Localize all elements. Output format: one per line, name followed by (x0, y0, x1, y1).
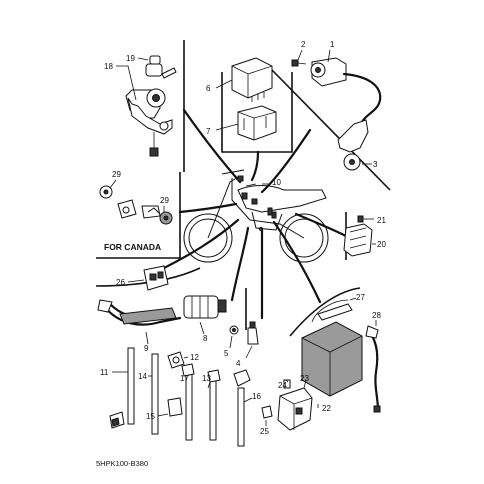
separator-top-right (271, 69, 391, 191)
rectifier-part (343, 215, 374, 257)
battery-part (301, 321, 363, 397)
callout-1: 1 (330, 40, 335, 49)
canada-parts (99, 185, 173, 225)
canada-label: FOR CANADA (104, 242, 161, 252)
grommet-part-5 (229, 325, 239, 335)
callout-11: 11 (100, 368, 109, 377)
callout-19: 19 (126, 54, 135, 63)
callout-16: 16 (252, 392, 261, 401)
callout-14: 14 (138, 372, 147, 381)
callout-20: 20 (377, 240, 386, 249)
callout-12: 12 (190, 353, 199, 362)
callout-24: 24 (278, 381, 287, 390)
separator-lower-right (289, 287, 361, 337)
callout-4: 4 (236, 359, 241, 368)
fuse-part-24 (283, 379, 291, 389)
motorcycle-outline (183, 169, 329, 263)
cable-ties (127, 347, 245, 447)
callout-8: 8 (203, 334, 208, 343)
callout-9: 9 (144, 344, 149, 353)
callout-23: 23 (300, 374, 309, 383)
separator-canada (96, 172, 181, 259)
connector-part-26 (143, 265, 169, 291)
callout-28: 28 (372, 311, 381, 320)
ignition-coil-part (310, 57, 382, 128)
wire-harness-part (97, 299, 182, 326)
callout-21: 21 (377, 216, 386, 225)
callout-3: 3 (373, 160, 378, 169)
callout-7: 7 (206, 127, 211, 136)
relay-part (231, 57, 273, 102)
callout-22: 22 (322, 404, 331, 413)
callout-15: 15 (146, 412, 155, 421)
bolt-part-2 (291, 59, 307, 67)
leader-lines (158, 108, 348, 320)
relay-holder-part (237, 105, 277, 141)
callout-25: 25 (260, 427, 269, 436)
protector-part (183, 295, 227, 319)
battery-lead-part (365, 325, 381, 413)
callout-18: 18 (104, 62, 113, 71)
starter-relay-part (277, 387, 313, 431)
fuse-part-25 (261, 405, 273, 419)
callout-27: 27 (356, 293, 365, 302)
callout-29b: 29 (160, 196, 169, 205)
callout-2: 2 (301, 40, 306, 49)
battery-band-part (311, 299, 353, 323)
main-switch-assembly (125, 55, 177, 157)
plug-cap-part (337, 119, 369, 171)
callout-26: 26 (116, 278, 125, 287)
clamp-parts (109, 351, 251, 429)
sensor-part-4 (247, 321, 259, 345)
motorcycle-markers (237, 175, 277, 232)
diagram-code: 5HPK100-B380 (96, 459, 148, 468)
callout-13: 13 (202, 374, 211, 383)
callout-29a: 29 (112, 170, 121, 179)
callout-5: 5 (224, 349, 229, 358)
callout-10: 10 (272, 178, 281, 187)
callout-6: 6 (206, 84, 211, 93)
callout-17: 17 (180, 374, 189, 383)
